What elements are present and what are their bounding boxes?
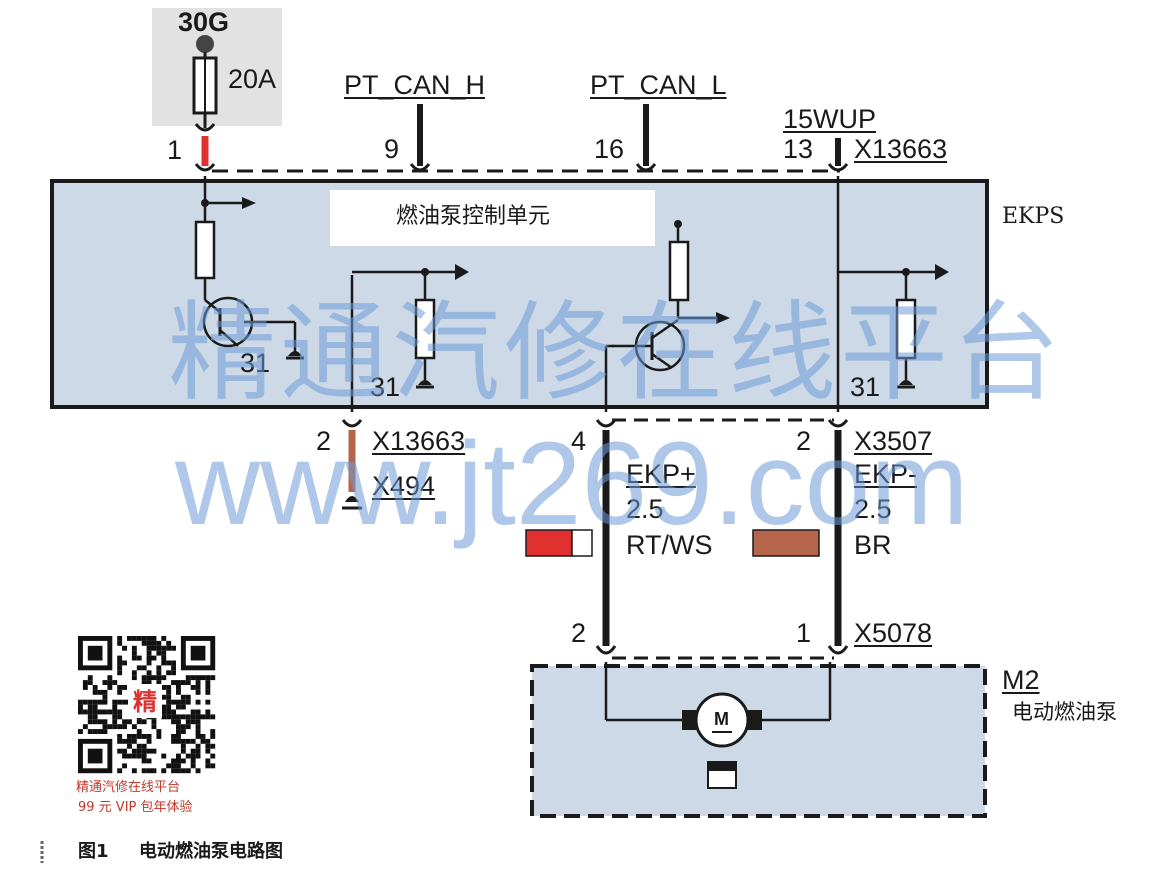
ground-label-2: 31 <box>370 372 401 402</box>
module-name: 燃油泵控制单元 <box>396 204 551 229</box>
x5078-minus-plug <box>827 645 849 655</box>
caption-number: 图1 <box>78 841 109 862</box>
sense-arrow-head <box>242 197 256 209</box>
ekp-minus-pin: 2 <box>796 426 812 456</box>
pump-box <box>530 664 987 818</box>
ekp-minus-gauge: 2.5 <box>854 494 892 524</box>
ekp-minus-name: EKP- <box>854 459 918 489</box>
can-high-plug <box>409 163 431 172</box>
supply-name: 30G <box>178 7 230 37</box>
can-high-pin: 9 <box>384 134 400 164</box>
can-low-plug <box>635 163 657 172</box>
resistor-3 <box>668 240 690 302</box>
module-id: EKPS <box>1002 204 1065 229</box>
fuse-rating: 20A <box>228 64 277 94</box>
promo-line2: 99 元 VIP 包年体验 <box>78 800 193 815</box>
promo-line1: 精通汽修在线平台 <box>76 780 181 795</box>
ground-label-1: 31 <box>240 348 271 378</box>
driver-arrow-head <box>716 312 730 324</box>
ground-branch-symbol <box>345 496 359 502</box>
qr-badge: 精 <box>133 688 157 716</box>
transistor-2-emitter <box>651 352 673 370</box>
wakeup-name: 15WUP <box>783 104 877 134</box>
ground-branch-connector: X13663 <box>372 426 466 456</box>
motor-brush-right <box>748 710 762 730</box>
ekp-plus-pin: 4 <box>571 426 587 456</box>
ground-3-symbol <box>899 380 913 385</box>
pump-module-icon-band <box>708 762 736 771</box>
right-arrow <box>935 264 949 280</box>
wakeup-connector: X13663 <box>854 134 948 164</box>
motor-brush-left <box>682 710 696 730</box>
transistor-1-emitter <box>219 329 239 347</box>
ekp-plus-gauge: 2.5 <box>626 494 664 524</box>
transistor-2-collector <box>651 318 679 340</box>
ground-branch-socket <box>341 419 363 428</box>
can-low-pin: 16 <box>594 134 625 164</box>
ekp-minus-color: BR <box>854 530 892 560</box>
resistor-4 <box>895 298 917 360</box>
pin1-socket <box>194 123 216 132</box>
motor-icon <box>694 692 750 748</box>
wakeup-plug <box>827 163 849 172</box>
ekp-plus-color: RT/WS <box>626 530 713 560</box>
pump-id: M2 <box>1002 665 1040 695</box>
can-low-name: PT_CAN_L <box>590 70 727 100</box>
transistor-1-collector <box>204 299 221 313</box>
ground-1-symbol <box>288 351 302 356</box>
x5078-connector: X5078 <box>854 618 933 648</box>
caption-title: 电动燃油泵电路图 <box>139 841 283 862</box>
ground-2-symbol <box>418 380 432 385</box>
pump-name: 电动燃油泵 <box>1012 700 1117 724</box>
resistor-1 <box>194 220 216 280</box>
x3507-connector: X3507 <box>854 426 933 456</box>
x5078-plus-plug <box>595 645 617 655</box>
ground-branch-pin: 2 <box>316 426 332 456</box>
ground-point: X494 <box>372 471 436 501</box>
motor-symbol: M <box>714 709 729 729</box>
wakeup-pin: 13 <box>783 134 814 164</box>
supply-terminal <box>196 35 214 53</box>
ekp-plus-name: EKP+ <box>626 459 696 489</box>
ground-label-3: 31 <box>850 372 881 402</box>
ekp-minus-socket <box>827 419 849 428</box>
rt-ws-swatch-white <box>571 529 593 557</box>
supply-pin: 1 <box>167 135 183 165</box>
can-high-name: PT_CAN_H <box>344 70 486 100</box>
ekp-plus-socket <box>595 419 617 428</box>
driver-junction <box>674 220 682 228</box>
x5078-plus-pin: 2 <box>571 618 587 648</box>
pin1-plug <box>194 163 216 172</box>
qr-badge-bg <box>128 684 162 718</box>
mid-left-arrow <box>455 264 469 280</box>
x5078-minus-pin: 1 <box>796 618 812 648</box>
ekps-title-box <box>330 190 655 246</box>
rt-ws-swatch-red <box>525 529 573 557</box>
br-swatch <box>752 529 820 557</box>
resistor-2 <box>414 298 436 360</box>
